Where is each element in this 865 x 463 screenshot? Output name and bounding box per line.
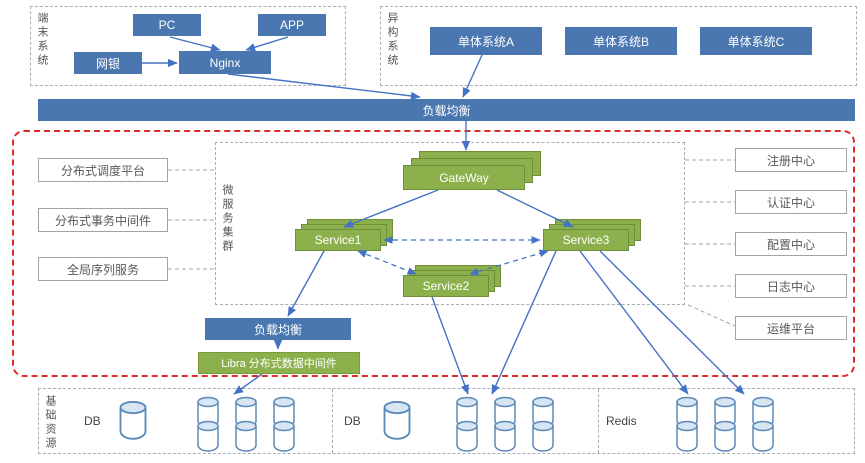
service1-stack: Service1 Service1 Service1 — [295, 219, 395, 253]
database-cluster-icon — [676, 396, 774, 452]
node-registry-center: 注册中心 — [735, 148, 847, 172]
database-cluster-icon — [456, 396, 554, 452]
microservice-cluster-label: 微服务集群 — [221, 184, 233, 254]
node-ops-platform: 运维平台 — [735, 316, 847, 340]
node-log-center: 日志中心 — [735, 274, 847, 298]
node-monolith-b: 单体系统B — [565, 27, 677, 55]
base-resources-label: 基础资源 — [44, 395, 56, 451]
load-balancer-bar: 负载均衡 — [38, 99, 855, 121]
node-netbank: 网银 — [74, 52, 142, 74]
service1-layer-front: Service1 — [295, 229, 381, 251]
node-sequence-service: 全局序列服务 — [38, 257, 168, 281]
node-monolith-c: 单体系统C — [700, 27, 812, 55]
service2-layer-front: Service2 — [403, 275, 489, 297]
db-group1-label: DB — [84, 414, 101, 428]
service3-layer-front: Service3 — [543, 229, 629, 251]
node-auth-center: 认证中心 — [735, 190, 847, 214]
database-icon — [119, 400, 147, 440]
node-transaction-middleware: 分布式事务中间件 — [38, 208, 168, 232]
db-group3-label: Redis — [606, 414, 637, 428]
base-resources-separator-1 — [332, 389, 333, 453]
hetero-system-box — [380, 6, 857, 86]
hetero-system-label: 异构系统 — [386, 12, 398, 68]
node-pc: PC — [133, 14, 201, 36]
node-libra-middleware: Libra 分布式数据中间件 — [198, 352, 360, 374]
gateway-layer-front: GateWay — [403, 165, 525, 190]
terminal-system-box — [30, 6, 346, 86]
database-cluster-icon — [197, 396, 295, 452]
base-resources-separator-2 — [598, 389, 599, 453]
node-app: APP — [258, 14, 326, 36]
database-icon — [383, 400, 411, 440]
db-group2-label: DB — [344, 414, 361, 428]
service3-stack: Service3 Service3 Service3 — [543, 219, 643, 253]
gateway-stack: GateWay GateWay GateWay — [403, 151, 543, 191]
node-monolith-a: 单体系统A — [430, 27, 542, 55]
terminal-system-label: 端末系统 — [36, 12, 48, 68]
node-config-center: 配置中心 — [735, 232, 847, 256]
node-nginx: Nginx — [179, 51, 271, 74]
service2-stack: Service2 Service2 Service2 — [403, 265, 503, 299]
inner-load-balancer: 负载均衡 — [205, 318, 351, 340]
node-dispatch-platform: 分布式调度平台 — [38, 158, 168, 182]
